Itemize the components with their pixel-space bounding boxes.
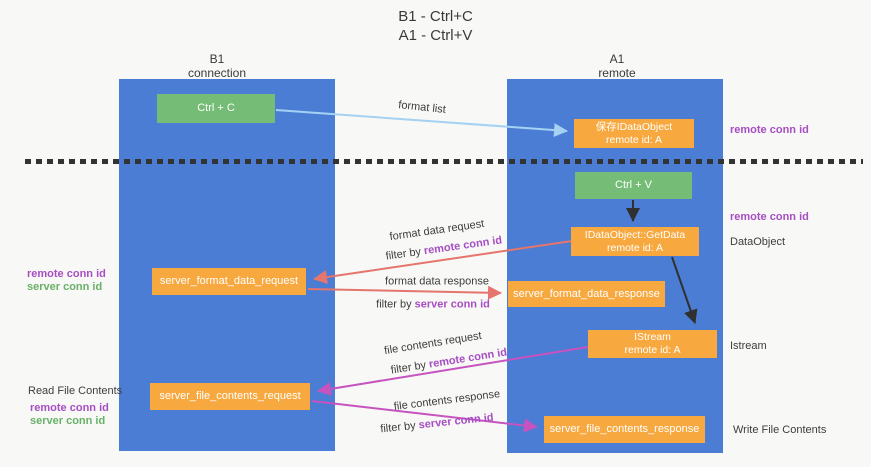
server-conn-id-key: server conn id (414, 298, 490, 311)
node-server-file-contents-response-label: server_file_contents_response (549, 423, 700, 435)
edge-label-format-data-response: format data response (385, 275, 489, 288)
phase-separator-dashed-line (25, 159, 863, 164)
lifeline-b1-role: connection (187, 66, 247, 80)
node-server-format-data-request-label: server_format_data_request (159, 275, 299, 287)
annotation-dataobject: DataObject (730, 236, 786, 248)
lifeline-header-a1: A1 remote (557, 52, 677, 80)
edge-label-format-list: format list (397, 99, 447, 116)
node-server-file-contents-response: server_file_contents_response (544, 416, 705, 443)
node-server-format-data-response-label: server_format_data_response (513, 287, 660, 300)
node-server-format-data-response: server_format_data_response (508, 281, 665, 307)
edge-label-file-contents-response: file contents response (393, 388, 501, 413)
node-idataobject-getdata-line1: IDataObject::GetData (584, 228, 686, 241)
annotation-remote-conn-id-mid-right: remote conn id (730, 211, 809, 223)
node-server-format-data-request: server_format_data_request (152, 268, 306, 295)
remote-conn-id-key: remote conn id (428, 346, 508, 371)
lifeline-b1-name: B1 (209, 52, 225, 66)
lifeline-a1-role: remote (598, 66, 636, 80)
annotation-remote-conn-id-left-bottom: remote conn id (30, 402, 109, 414)
annotation-read-file-contents: Read File Contents (28, 385, 123, 397)
diagram-title: B1 - Ctrl+C A1 - Ctrl+V (0, 7, 871, 45)
node-server-file-contents-request-label: server_file_contents_request (159, 390, 301, 402)
filter-by-text: filter by (384, 245, 425, 263)
annotation-server-conn-id-left-bottom: server conn id (30, 415, 106, 427)
title-line-2: A1 - Ctrl+V (398, 27, 473, 44)
node-save-idataobject-line2: remote id: A (605, 133, 663, 146)
node-istream: IStream remote id: A (588, 330, 717, 358)
node-idataobject-getdata-line2: remote id: A (606, 241, 664, 254)
title-line-1: B1 - Ctrl+C (398, 8, 473, 25)
filter-by-text: filter by (379, 419, 420, 436)
node-istream-line2: remote id: A (624, 344, 681, 356)
edge-label-filter-server-2: filter by server conn id (380, 412, 494, 437)
annotation-remote-conn-id-left-top: remote conn id (27, 268, 106, 280)
node-save-idataobject: 保存IDataObject remote id: A (574, 119, 694, 148)
node-server-file-contents-request: server_file_contents_request (150, 383, 310, 410)
node-save-idataobject-line1: 保存IDataObject (595, 120, 673, 133)
filter-by-text: filter by (376, 298, 415, 311)
node-ctrl-c: Ctrl + C (157, 94, 275, 123)
lifeline-a1-name: A1 (609, 52, 625, 66)
annotation-remote-conn-id-top-right: remote conn id (730, 124, 809, 136)
node-idataobject-getdata: IDataObject::GetData remote id: A (571, 227, 699, 256)
node-ctrl-c-label: Ctrl + C (197, 102, 235, 114)
annotation-istream: Istream (730, 340, 767, 352)
arrow-format-data-response (307, 285, 502, 300)
filter-by-text: filter by (390, 358, 430, 377)
lifeline-header-b1: B1 connection (157, 52, 277, 80)
annotation-write-file-contents: Write File Contents (733, 424, 827, 436)
node-ctrl-v: Ctrl + V (575, 172, 692, 199)
edge-label-filter-server-1: filter by server conn id (376, 299, 490, 312)
node-ctrl-v-label: Ctrl + V (615, 179, 652, 191)
server-conn-id-key: server conn id (418, 411, 495, 432)
node-istream-line1: IStream (634, 331, 671, 343)
annotation-server-conn-id-left-top: server conn id (27, 281, 103, 293)
